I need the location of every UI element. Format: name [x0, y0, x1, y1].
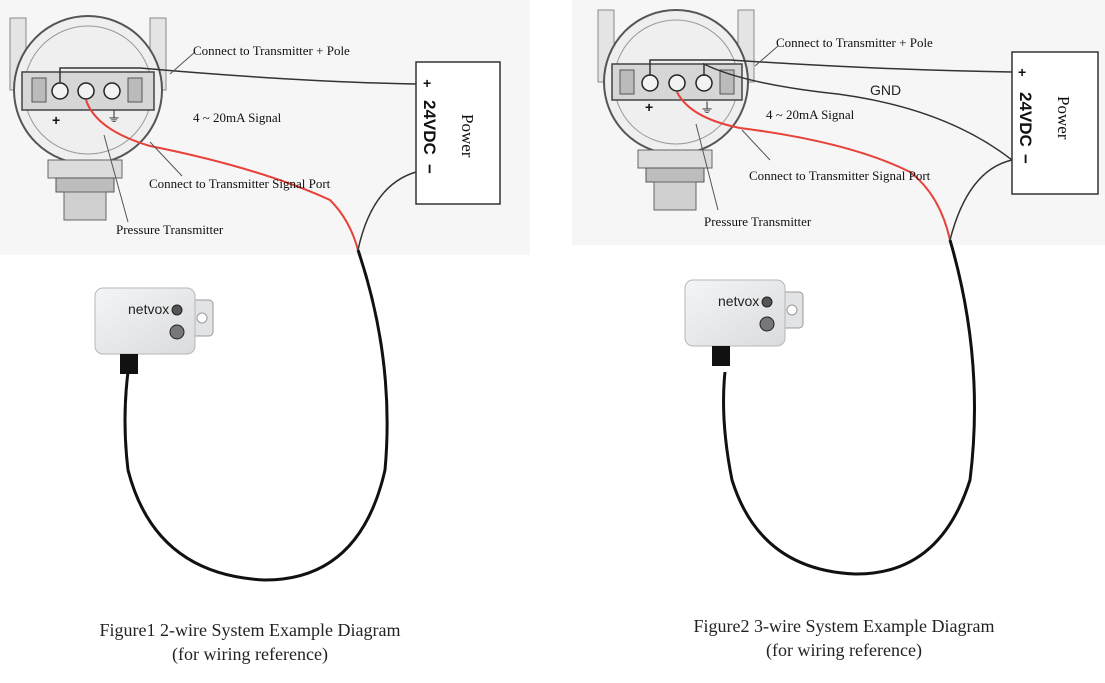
figure2-terminal-screw [668, 74, 686, 92]
figure2-sensor-device: netvox [684, 279, 804, 366]
figure1-terminal-screw [103, 82, 121, 100]
figure2-label-signal: 4 ~ 20mA Signal [766, 107, 855, 122]
figure2-terminal-screw [641, 74, 659, 92]
figure1-label-plus-pole: Connect to Transmitter + Pole [193, 43, 350, 58]
figure2-terminal-screw [695, 74, 713, 92]
figure2-label-transmitter: Pressure Transmitter [704, 214, 812, 229]
figure1-power-plus: + [423, 75, 431, 91]
figure1-terminal-screw [77, 82, 95, 100]
figure1-caption-subtitle: (for wiring reference) [172, 644, 328, 664]
figure1-device-logo: netvox [128, 301, 169, 317]
figure1-power-title: Power [458, 114, 477, 158]
figure1-power-voltage: 24VDC [420, 100, 439, 155]
figure2-power-supply: + 24VDC − Power [1011, 51, 1099, 195]
figure2-caption-title: Figure2 3-wire System Example Diagram [693, 616, 995, 636]
figure1-plus-wire [59, 67, 417, 85]
figure2-plus-wire [649, 59, 1013, 76]
figure2-label-gnd: GND [870, 82, 901, 98]
figure2-power-plus: + [1018, 64, 1026, 80]
figure1-diagram: + ⏚ + 24VDC − Power Connect to Transmitt… [0, 0, 530, 582]
figure2-signal-wire [676, 91, 951, 241]
figure2-label-signal-port: Connect to Transmitter Signal Port [749, 168, 931, 183]
figure2-gnd-wire [703, 62, 1013, 161]
figure1-signal-wire [85, 99, 359, 251]
figure1-power-supply: + 24VDC − Power [415, 61, 501, 205]
figure1-label-signal-port: Connect to Transmitter Signal Port [149, 176, 331, 191]
figure2-label-plus-pole: Connect to Transmitter + Pole [776, 35, 933, 50]
figure2-power-voltage: 24VDC [1016, 92, 1035, 147]
figure2-device-logo: netvox [718, 293, 759, 309]
figure1-caption: Figure1 2-wire System Example Diagram (f… [60, 618, 440, 666]
figure1-label-transmitter: Pressure Transmitter [116, 222, 224, 237]
figure2-terminal-plus: + [645, 99, 653, 115]
figure2-sensor-cable [722, 239, 976, 576]
figure1-label-signal: 4 ~ 20mA Signal [193, 110, 282, 125]
ground-icon: ⏚ [700, 100, 714, 116]
figure2-power-title: Power [1054, 96, 1073, 140]
figure1-minus-wire [357, 171, 417, 251]
figure1-sensor-device: netvox [94, 287, 214, 374]
figure1-sensor-cable [123, 249, 389, 582]
figure2-caption: Figure2 3-wire System Example Diagram (f… [654, 614, 1034, 662]
figure1-pressure-transmitter: + ⏚ [9, 15, 167, 221]
figure2-diagram: + ⏚ + 24VDC − Power Connect to Transmitt… [572, 0, 1105, 576]
figure1-terminal-screw [51, 82, 69, 100]
figure1-power-minus: − [420, 164, 439, 174]
figure2-minus-wire [949, 159, 1013, 241]
figure2-caption-subtitle: (for wiring reference) [766, 640, 922, 660]
figure2-power-minus: − [1016, 154, 1035, 164]
figure1-caption-title: Figure1 2-wire System Example Diagram [99, 620, 401, 640]
ground-icon: ⏚ [107, 109, 121, 125]
figure1-terminal-plus: + [52, 112, 60, 128]
